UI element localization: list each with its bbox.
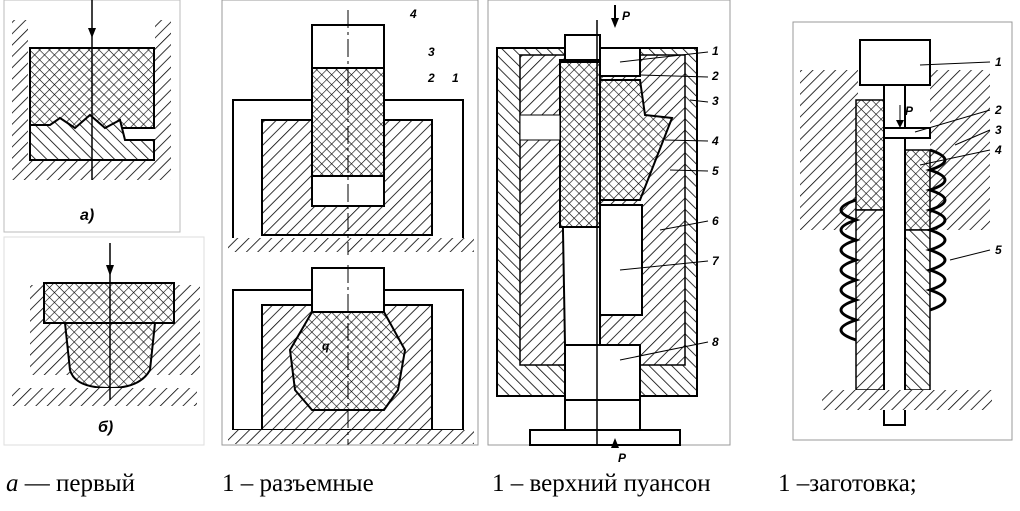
caption-a-text: — первый (18, 470, 135, 497)
label-3: 3 (712, 94, 719, 108)
label-5: 5 (712, 164, 719, 178)
caption-split-die: 1 – разъемные (222, 470, 374, 497)
label-p: P (905, 104, 914, 118)
panel-b-label: б) (98, 419, 113, 436)
panel-b: б) (3, 236, 205, 446)
panel-bellows: P 1 2 3 4 5 (792, 21, 1013, 441)
label-1: 1 (995, 55, 1002, 69)
caption-bellows: 1 –заготовка; (778, 470, 917, 497)
label-3: 3 (428, 45, 435, 59)
label-2: 2 (994, 103, 1002, 117)
label-1: 1 (452, 71, 459, 85)
label-3: 3 (995, 123, 1002, 137)
panel-a-label: а) (80, 207, 94, 224)
punch-die-labels: 1 2 3 4 5 6 7 8 (711, 44, 720, 349)
label-2: 2 (711, 69, 719, 83)
panel-a: а) (3, 0, 181, 233)
panel-punch-die: P P 1 2 3 4 5 6 7 8 (487, 0, 731, 465)
caption-punch-die: 1 – верхний пуансон (492, 470, 711, 497)
label-7: 7 (712, 254, 720, 268)
label-2: 2 (427, 71, 435, 85)
label-5: 5 (995, 243, 1002, 257)
diagram-canvas: а) б) 4 3 2 1 q (3, 0, 1013, 465)
label-4: 4 (994, 143, 1002, 157)
label-4: 4 (711, 134, 719, 148)
label-q: q (322, 339, 330, 353)
caption-a-prefix: а (6, 470, 19, 497)
label-p-bottom: P (618, 451, 627, 465)
label-1: 1 (712, 44, 719, 58)
panel-split-die: 4 3 2 1 q (221, 0, 479, 446)
label-p-top: P (622, 9, 631, 23)
label-8: 8 (712, 335, 719, 349)
label-6: 6 (712, 214, 719, 228)
label-4: 4 (409, 7, 417, 21)
caption-a: а — первый (6, 470, 135, 498)
